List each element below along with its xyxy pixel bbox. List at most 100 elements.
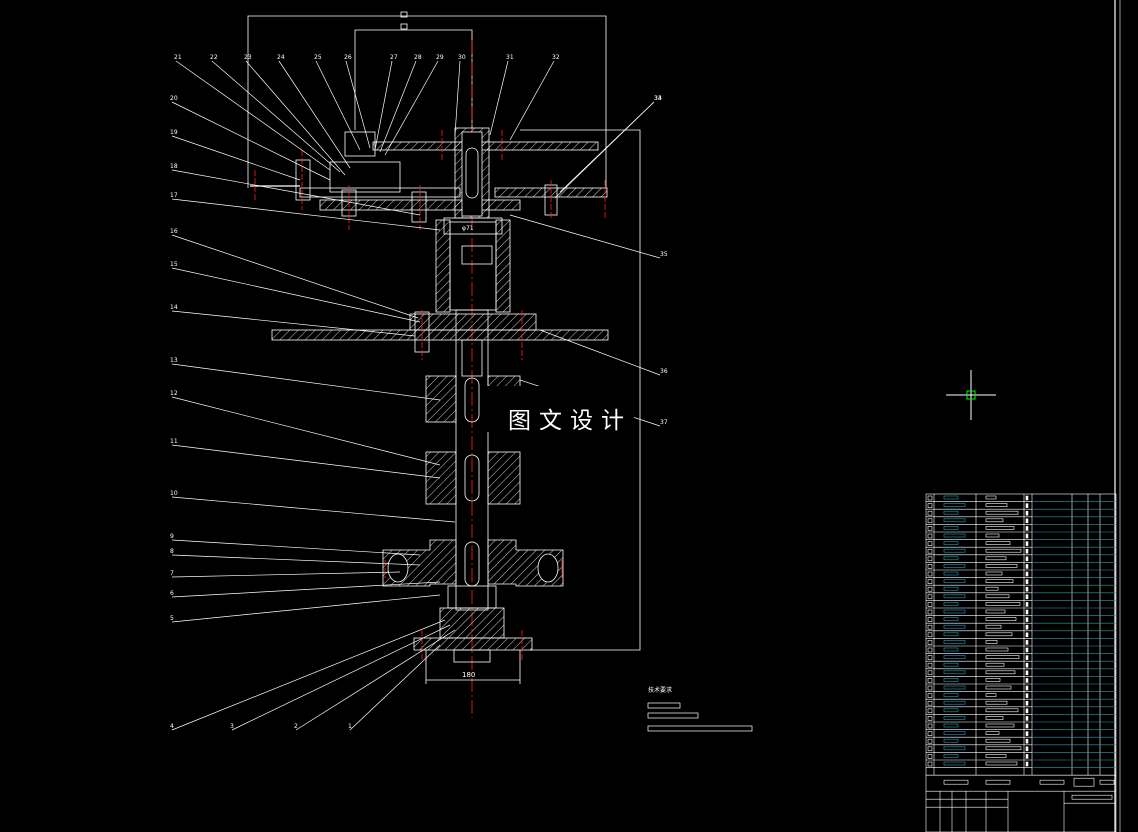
arm-block-2 <box>329 161 401 193</box>
parts-table-name-bar <box>943 685 966 690</box>
parts-table-name-bar <box>943 678 959 682</box>
parts-table-material-bar <box>985 754 1007 758</box>
parts-table-qty-mark <box>1025 556 1029 562</box>
parts-table-material-bar <box>985 571 1003 576</box>
tech-req-title: 技术要求 <box>648 686 672 694</box>
parts-table-index-cell <box>927 556 933 562</box>
parts-table-name-bar <box>943 738 959 743</box>
parts-table-material-bar <box>985 632 1013 637</box>
leader-line <box>171 539 421 556</box>
parts-table-index-cell <box>927 571 933 577</box>
parts-table-material-bar <box>985 510 1019 515</box>
parts-table-material-bar <box>985 495 997 500</box>
part-number-label: 8 <box>170 548 174 555</box>
parts-table-qty-mark <box>1025 548 1029 554</box>
part-number-label: 5 <box>170 615 174 622</box>
parts-table-index-cell <box>927 586 933 592</box>
tech-req-line-2 <box>647 712 699 719</box>
parts-table-qty-mark <box>1025 526 1029 531</box>
crosshair-cursor-icon <box>946 370 996 420</box>
parts-table-material-bar <box>985 647 1009 652</box>
part-number-label: 31 <box>506 54 514 61</box>
parts-table-name-bar <box>943 655 966 659</box>
gear-2-keyway <box>464 454 480 502</box>
parts-table-qty-mark <box>1025 678 1029 683</box>
parts-table-qty-mark <box>1025 640 1029 645</box>
title-block-field <box>1071 794 1113 800</box>
parts-table-material-bar <box>985 678 1001 682</box>
part-number-label: 18 <box>170 163 178 170</box>
leader-line <box>171 571 401 578</box>
base-foot <box>413 637 533 651</box>
part-number-label: 29 <box>436 54 444 61</box>
part-number-label: 14 <box>170 304 178 311</box>
parts-table-name-bar <box>943 503 966 507</box>
parts-table-material-bar <box>985 662 1005 667</box>
parts-table-name-bar <box>943 754 959 758</box>
part-number-label: 36 <box>660 368 668 375</box>
leader-line <box>171 444 441 479</box>
tech-req-line-3 <box>647 725 753 732</box>
parts-table-name-bar <box>943 602 959 606</box>
parts-table-index-cell <box>927 761 933 767</box>
parts-table-name-bar <box>943 716 966 720</box>
title-block-field <box>985 779 1011 785</box>
title-block-field <box>1099 779 1115 785</box>
parts-table-index-cell <box>927 700 933 706</box>
parts-table-material-bar <box>985 761 1018 766</box>
shaft-step <box>461 339 483 377</box>
parts-table-material-bar <box>985 731 1000 735</box>
parts-table-material-bar <box>985 541 1011 545</box>
parts-table-name-bar <box>943 518 966 523</box>
leader-line <box>384 60 439 156</box>
parts-table-material-bar <box>985 609 1006 614</box>
part-number-label: 23 <box>244 54 252 61</box>
parts-table-index-cell <box>927 678 933 683</box>
parts-table-index-cell <box>927 510 933 516</box>
leader-line <box>171 363 441 401</box>
parts-table-index-cell <box>927 541 933 546</box>
parts-table-qty-mark <box>1025 647 1029 653</box>
envelope-right <box>520 129 641 651</box>
parts-table-material-bar <box>985 579 1014 583</box>
parts-table-material-bar <box>985 746 1022 751</box>
leader-line <box>171 169 421 216</box>
parts-table-name-bar <box>943 647 959 652</box>
part-number-label: 11 <box>170 438 178 445</box>
parts-table-material-bar <box>985 503 1008 507</box>
part-number-label: 32 <box>552 54 560 61</box>
parts-table-index-cell <box>927 655 933 660</box>
parts-table-qty-mark <box>1025 503 1029 508</box>
part-number-label: 26 <box>344 54 352 61</box>
gear-tooth-right <box>537 553 559 583</box>
part-number-label: 24 <box>277 54 285 61</box>
part-number-label: 22 <box>210 54 218 61</box>
parts-table-material-bar <box>985 617 1017 621</box>
part-number-label: 30 <box>458 54 466 61</box>
parts-table-qty-mark <box>1025 624 1029 630</box>
parts-table-name-bar <box>943 624 966 629</box>
parts-table-qty-mark <box>1025 708 1029 714</box>
parts-table-qty-mark <box>1025 594 1029 600</box>
parts-table-name-bar <box>943 662 959 667</box>
part-number-label: 7 <box>170 570 174 577</box>
part-number-label: 16 <box>170 228 178 235</box>
parts-table-qty-mark <box>1025 571 1029 577</box>
leader-line <box>171 234 419 319</box>
parts-table-qty-mark <box>1025 541 1029 546</box>
part-number-label: 12 <box>170 390 178 397</box>
leader-line <box>171 396 441 466</box>
parts-table-name-bar <box>943 700 966 705</box>
parts-table-qty-mark <box>1025 586 1029 592</box>
parts-table-material-bar <box>985 655 1020 659</box>
envelope-tick-2 <box>400 23 408 30</box>
parts-table-index-cell <box>927 746 933 752</box>
parts-table-qty-mark <box>1025 746 1029 752</box>
parts-table-index-cell <box>927 640 933 645</box>
bearing-top-inner <box>461 245 493 265</box>
parts-table-qty-mark <box>1025 655 1029 660</box>
part-number-label: 35 <box>660 251 668 258</box>
lower-arm-plate <box>271 329 609 341</box>
leader-line <box>539 329 661 376</box>
